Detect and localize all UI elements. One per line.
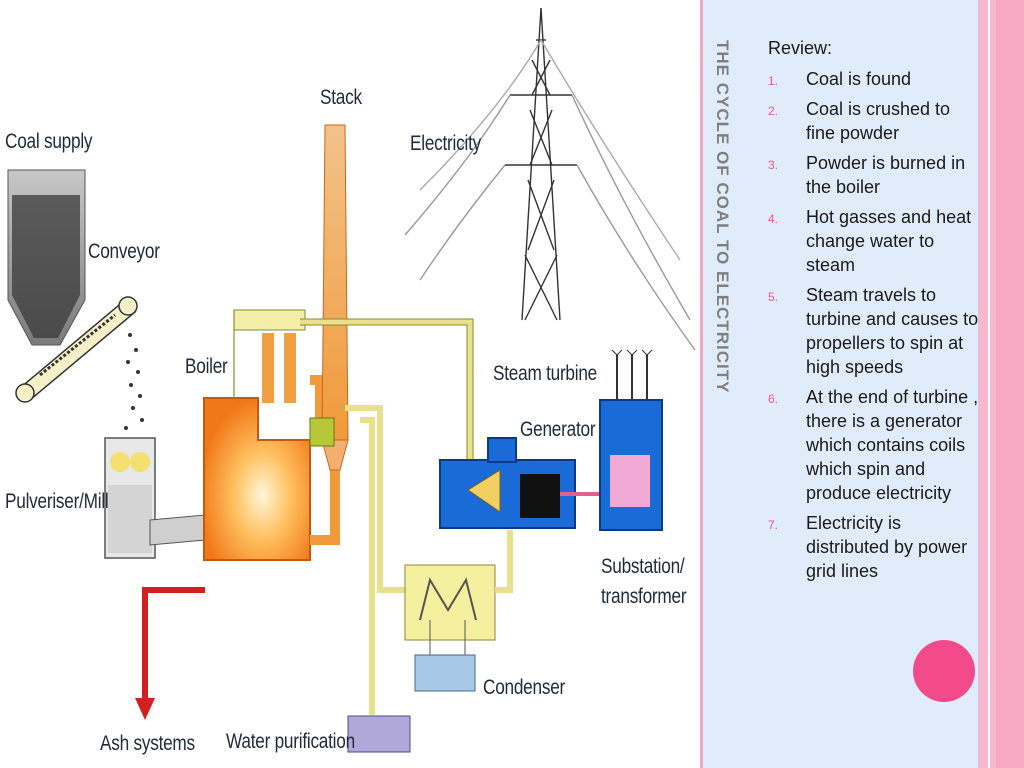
falling-coal [124, 333, 144, 430]
divider-line [700, 0, 703, 768]
list-item: 5. Steam travels to turbine and causes to… [768, 283, 980, 379]
pulveriser-mill [104, 437, 206, 559]
steam-pipes [300, 319, 473, 595]
coal-hopper [7, 169, 86, 346]
review-heading: Review: [768, 38, 833, 58]
list-item: 6. At the end of turbine , there is a gen… [768, 385, 980, 505]
decorative-circle [913, 640, 975, 702]
label-transformer: transformer [601, 585, 687, 608]
condenser [404, 530, 513, 692]
label-water-purification: Water purification [226, 730, 355, 753]
list-item-number: 3. [768, 158, 779, 172]
list-item-text: Coal is found [806, 69, 912, 89]
list-item: 4. Hot gasses and heat change water to st… [768, 205, 980, 277]
decorative-strip [990, 0, 996, 768]
list-item-number: 1. [768, 74, 779, 88]
conveyor-belt [15, 296, 138, 403]
label-steam-turbine: Steam turbine [493, 362, 598, 385]
label-conveyor: Conveyor [88, 240, 160, 263]
ash-arrow [135, 587, 205, 720]
list-item: 7. Electricity is distributed by power gr… [768, 511, 980, 583]
list-item-text: Hot gasses and heat change water to stea… [806, 207, 972, 275]
list-item-number: 2. [768, 104, 779, 118]
label-substation: Substation/ [601, 555, 685, 578]
label-condenser: Condenser [483, 676, 566, 699]
list-item-number: 6. [768, 392, 779, 406]
decorative-strip [988, 0, 990, 768]
label-electricity: Electricity [410, 132, 481, 155]
water-purification-unit [347, 595, 411, 753]
stack-chimney [309, 124, 349, 471]
coal-power-plant-diagram: Coal supply Conveyor Boiler Stack Electr… [5, 7, 696, 755]
substation-transformer [599, 349, 663, 531]
list-item: 2. Coal is crushed to fine powder [768, 97, 980, 145]
list-item-text: Coal is crushed to fine powder [806, 99, 951, 143]
transmission-tower [404, 7, 696, 351]
label-stack: Stack [320, 86, 362, 109]
list-item: 1. Coal is found [768, 67, 980, 91]
list-item-number: 5. [768, 290, 779, 304]
label-ash-systems: Ash systems [100, 732, 195, 755]
label-boiler: Boiler [185, 355, 228, 378]
list-item-text: Powder is burned in the boiler [806, 153, 966, 197]
list-item-text: At the end of turbine , there is a gener… [806, 387, 979, 503]
review-section: Review: 1. Coal is found 2. Coal is crushe… [768, 38, 980, 589]
list-item-text: Steam travels to turbine and causes to p… [806, 285, 979, 377]
label-generator: Generator [520, 418, 596, 441]
boiler [203, 309, 340, 561]
turbine-generator [439, 437, 600, 529]
slide-title-container: The cycle of coal to electricity [712, 40, 742, 500]
list-item-number: 4. [768, 212, 779, 226]
label-coal-supply: Coal supply [5, 130, 93, 153]
list-item-number: 7. [768, 518, 779, 532]
list-item: 3. Powder is burned in the boiler [768, 151, 980, 199]
list-item-text: Electricity is distributed by power grid… [806, 513, 968, 581]
decorative-strip [996, 0, 1024, 768]
side-panel [700, 0, 978, 768]
review-list: 1. Coal is found 2. Coal is crushed to fin… [768, 67, 980, 583]
decorative-strip [978, 0, 988, 768]
label-pulveriser-mill: Pulveriser/Mill [5, 490, 109, 513]
slide-title: The cycle of coal to electricity [713, 40, 732, 394]
diagram-drawing [7, 7, 696, 753]
